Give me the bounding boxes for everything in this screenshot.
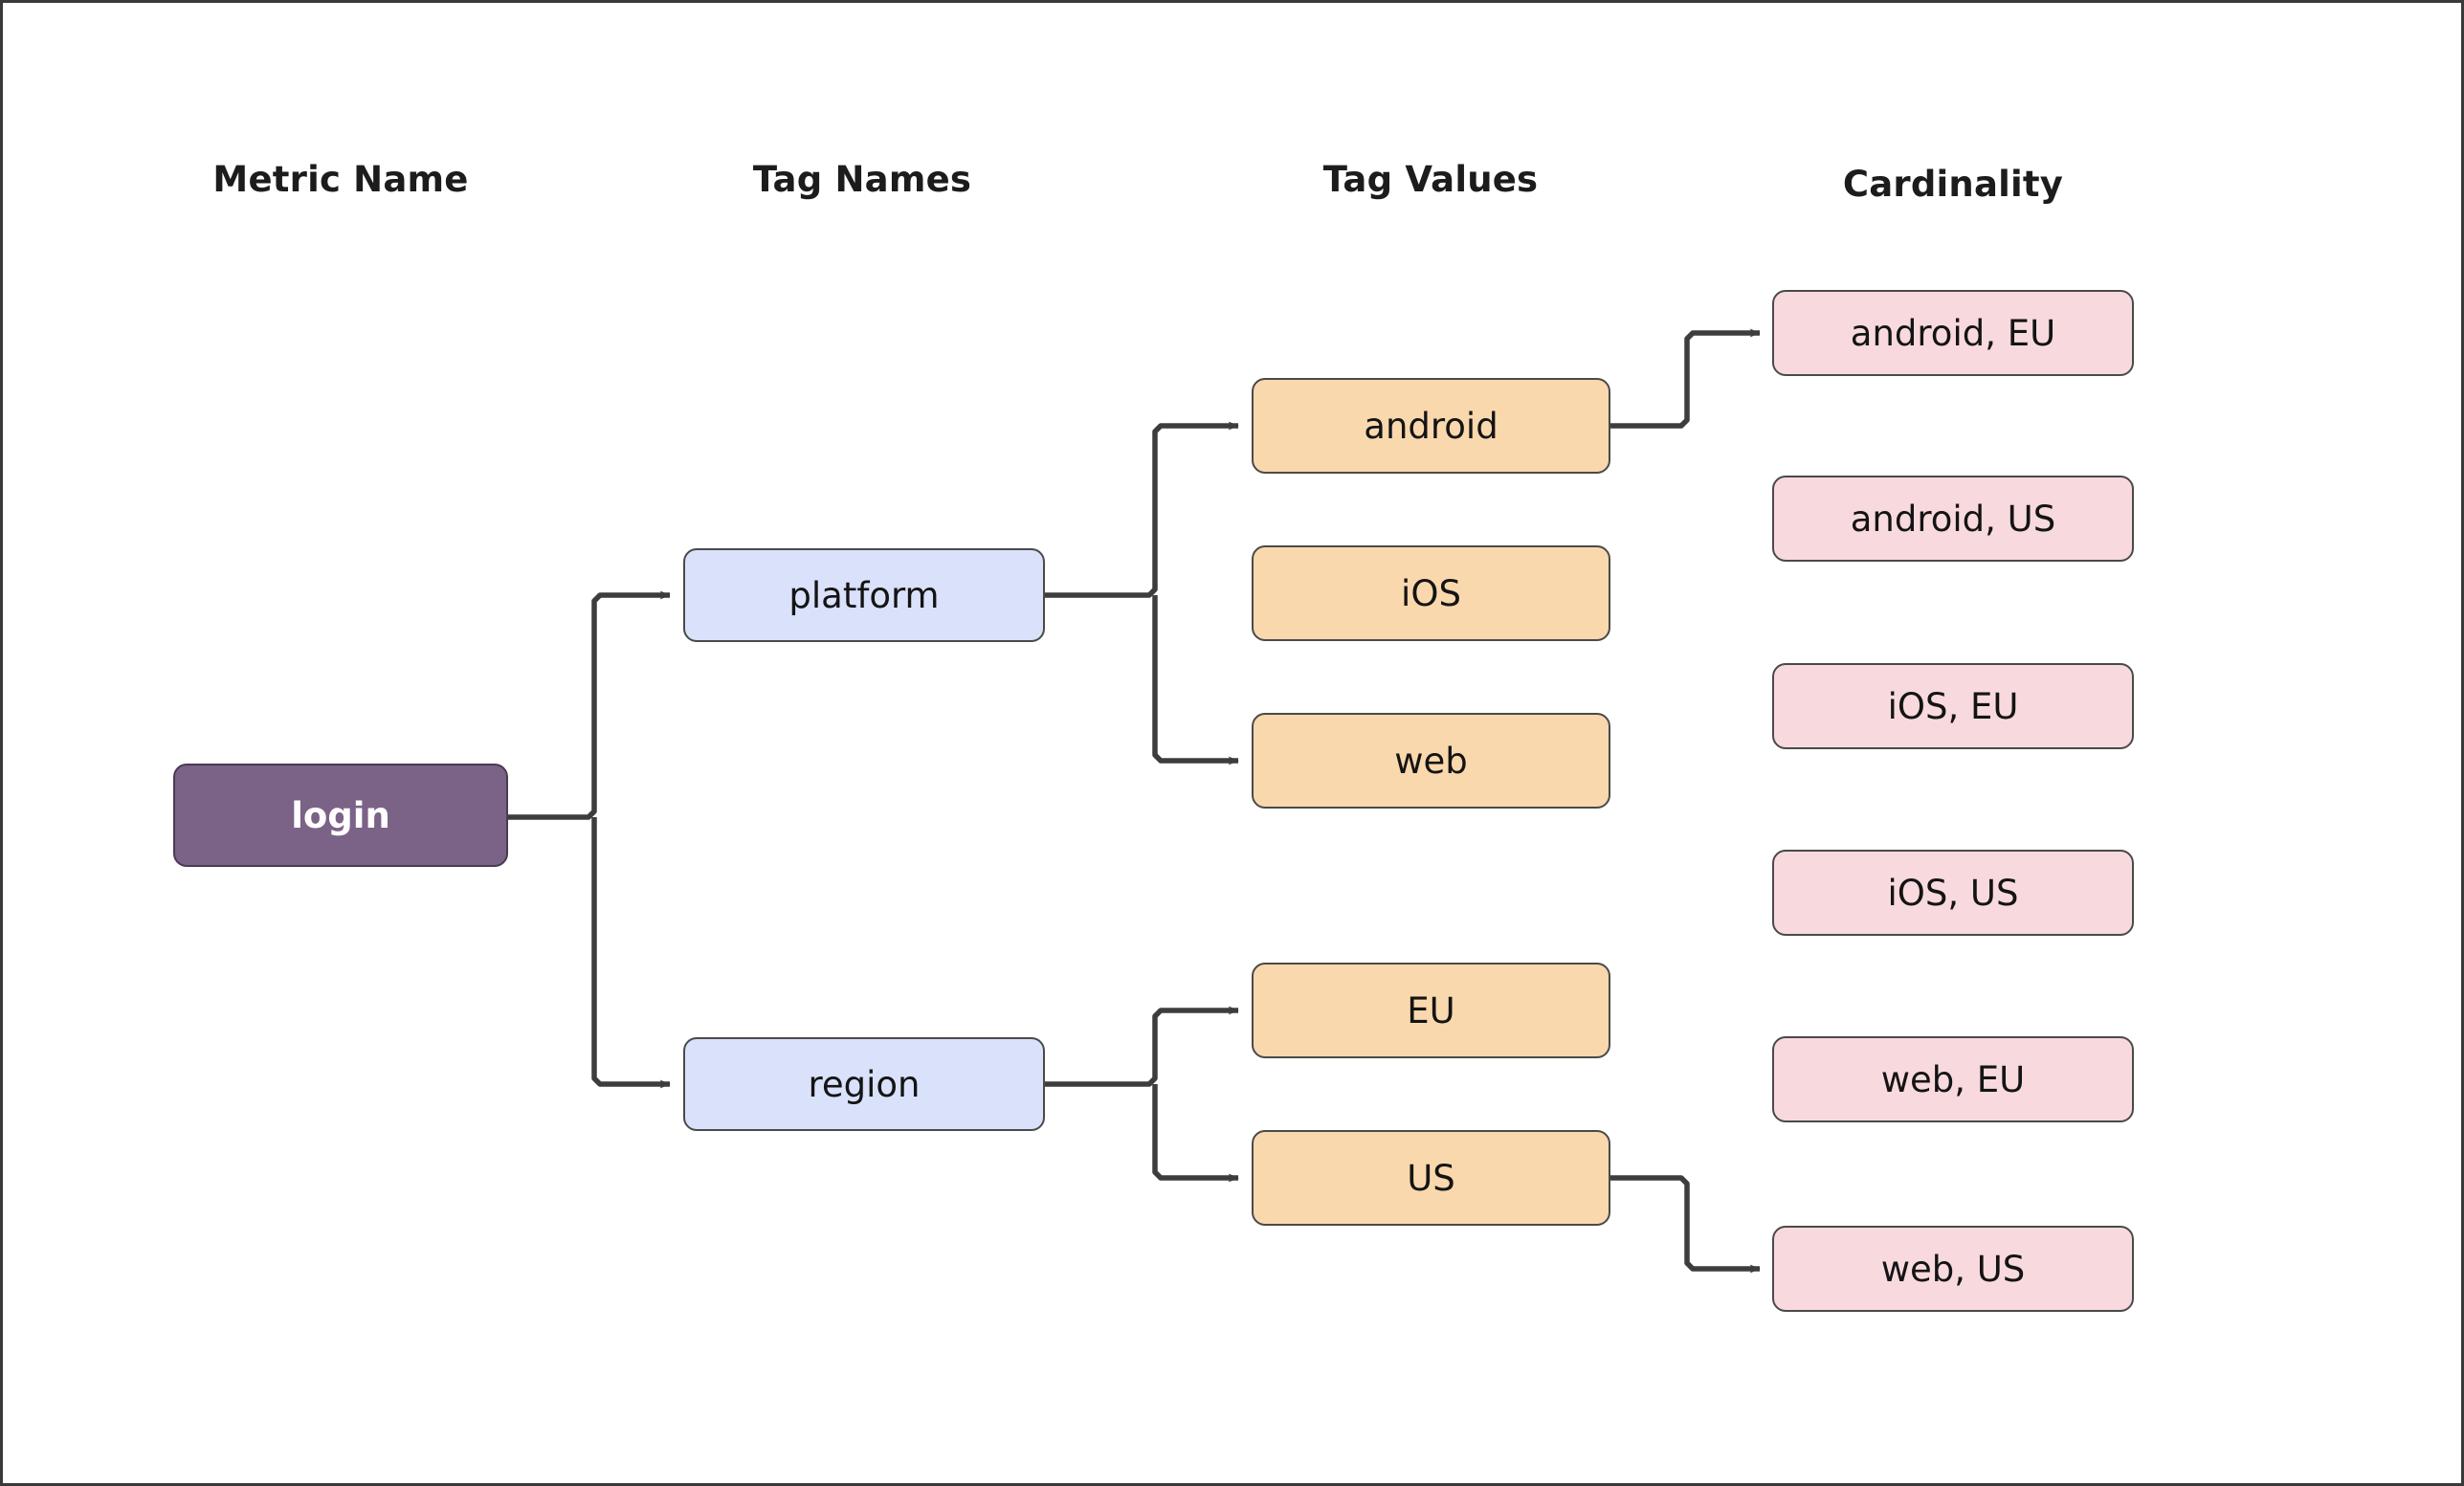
- edge-us-to-web-us: [1610, 1175, 1761, 1274]
- node-metric-login[interactable]: login: [173, 764, 508, 867]
- column-header-cardinality: Cardinality: [1842, 164, 2064, 205]
- edge-platform-to-web: [1152, 595, 1239, 765]
- edge-region-to-eu: [1045, 1006, 1239, 1087]
- edge-region-to-us: [1152, 1084, 1239, 1183]
- column-header-tag-values: Tag Values: [1322, 159, 1539, 200]
- node-cardinality-web-eu[interactable]: web, EU: [1772, 1036, 2134, 1122]
- node-cardinality-web-us[interactable]: web, US: [1772, 1226, 2134, 1312]
- node-tagvalue-ios[interactable]: iOS: [1252, 545, 1610, 641]
- edge-login-to-region: [591, 817, 671, 1089]
- node-cardinality-android-us[interactable]: android, US: [1772, 476, 2134, 562]
- column-header-metric-name: Metric Name: [212, 159, 469, 200]
- node-tagvalue-eu[interactable]: EU: [1252, 963, 1610, 1058]
- node-cardinality-android-eu[interactable]: android, EU: [1772, 290, 2134, 376]
- edge-android-to-android-eu: [1610, 328, 1761, 429]
- node-cardinality-ios-us[interactable]: iOS, US: [1772, 850, 2134, 936]
- node-tagname-platform[interactable]: platform: [683, 548, 1045, 642]
- node-tagvalue-us[interactable]: US: [1252, 1130, 1610, 1226]
- column-header-tag-names: Tag Names: [752, 159, 972, 200]
- node-tagvalue-android[interactable]: android: [1252, 378, 1610, 474]
- edge-platform-to-android: [1045, 421, 1239, 598]
- node-cardinality-ios-eu[interactable]: iOS, EU: [1772, 663, 2134, 749]
- edge-login-to-platform: [508, 590, 671, 820]
- node-tagname-region[interactable]: region: [683, 1037, 1045, 1131]
- node-tagvalue-web[interactable]: web: [1252, 713, 1610, 809]
